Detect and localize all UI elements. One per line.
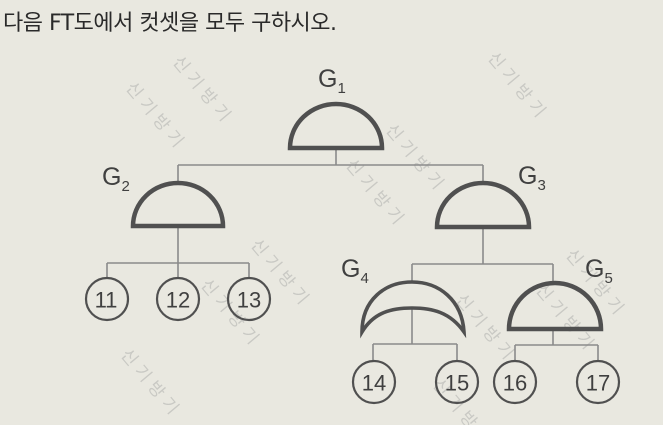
gate-g1: G1 (287, 65, 385, 151)
and-gate-icon (287, 101, 385, 151)
basic-event-circle-icon (84, 276, 130, 322)
and-gate-icon (434, 180, 532, 230)
watermark: 신 기 방 기 (381, 120, 447, 193)
event-label: 11 (95, 288, 118, 313)
event-label: 14 (362, 371, 386, 396)
basic-event-16: 16 (492, 359, 538, 405)
watermark: 신 기 방 기 (483, 48, 549, 121)
and-gate-icon (130, 180, 226, 229)
gate-label-g1: G1 (318, 65, 346, 97)
gate-label-g2: G2 (102, 163, 130, 195)
watermark: 신 기 방 기 (121, 78, 187, 151)
basic-event-14: 14 (351, 359, 397, 405)
gate-g2: G2 (102, 163, 226, 229)
question-text: 다음 FT도에서 컷셋을 모두 구하시오. (3, 11, 337, 36)
basic-event-circle-icon (226, 276, 272, 322)
basic-event-15: 15 (434, 359, 480, 405)
watermark: 신 기 방 기 (531, 280, 597, 353)
event-label: 12 (166, 288, 190, 313)
event-label: 16 (503, 371, 527, 396)
connector-lines (106, 150, 599, 361)
watermark: 신 기 방 기 (168, 52, 234, 125)
basic-event-circle-icon (575, 359, 621, 405)
gate-g4: G4 (341, 255, 467, 339)
basic-event-17: 17 (575, 359, 621, 405)
or-gate-icon (360, 280, 467, 339)
event-label: 15 (445, 371, 469, 396)
gate-label-g5: G5 (585, 255, 613, 287)
and-gate-icon (506, 280, 604, 332)
event-label: 13 (237, 288, 261, 313)
basic-event-13: 13 (226, 276, 272, 322)
basic-event-circle-icon (351, 359, 397, 405)
basic-event-circle-icon (155, 276, 201, 322)
gate-g3: G3 (434, 162, 546, 230)
gate-g5: G5 (506, 255, 613, 332)
event-label: 17 (586, 371, 610, 396)
basic-event-circle-icon (434, 359, 480, 405)
watermark-layer: 신 기 방 기 신 기 방 기 신 기 방 기 신 기 방 기 신 기 방 기 … (116, 48, 627, 425)
gate-label-g4: G4 (341, 255, 369, 287)
basic-event-12: 12 (155, 276, 201, 322)
basic-event-11: 11 (84, 276, 130, 322)
basic-event-circle-icon (492, 359, 538, 405)
watermark: 신 기 방 기 (116, 345, 182, 418)
watermark: 신 기 방 기 (341, 155, 407, 228)
gate-label-g3: G3 (518, 162, 546, 194)
